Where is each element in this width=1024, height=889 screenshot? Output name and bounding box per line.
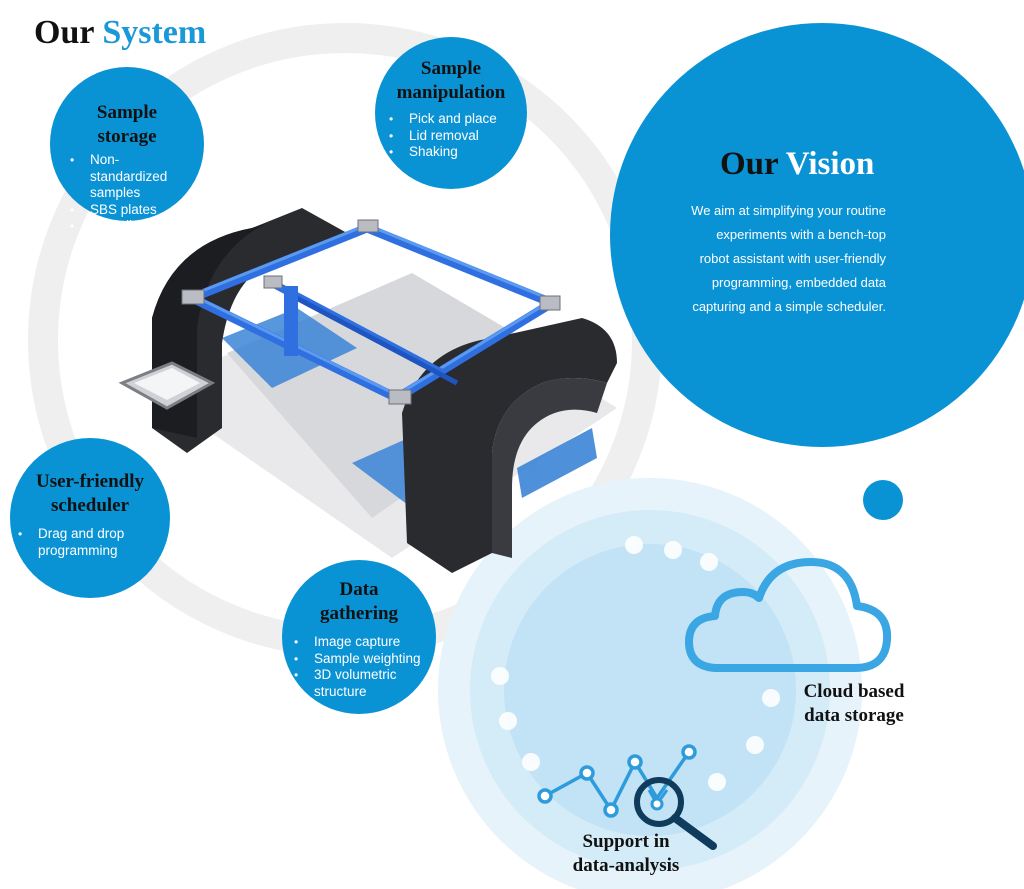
data-circle-inner [504,544,796,836]
vision-title-part2: Vision [785,146,875,182]
bubble-title: Sample manipulation [396,58,506,103]
bubble-list: Drag and drop programming [16,526,136,559]
bubble-data-gathering: Data gathering Image capture Sample weig… [282,560,436,714]
list-item: Drag and drop programming [16,526,136,559]
list-item: Pick and place [387,111,527,128]
analysis-caption: Support in data-analysis [572,831,680,876]
list-item: Sample weighting [292,651,430,668]
bubble-title: Data gathering [319,579,399,624]
page-title: Our System [34,12,206,54]
bubble-list: Non-standardized samples SBS plates Petr… [68,152,204,235]
robot-illustration [118,208,617,573]
vision-text: We aim at simplifying your routine exper… [691,203,886,314]
bubble-sample-manipulation: Sample manipulation Pick and place Lid r… [375,37,527,189]
bubble-scheduler: User-friendly scheduler Drag and drop pr… [10,438,170,598]
bubble-sample-storage: Sample storage Non-standardized samples … [50,67,204,234]
list-item: Image capture [292,634,430,651]
vision-title-part1: Our [720,146,779,182]
title-part2: System [102,14,207,51]
bubble-list: Image capture Sample weighting 3D volume… [292,634,430,700]
bubble-title: User-friendly scheduler [36,471,144,516]
list-item: 3D volumetric structure [292,667,430,700]
bubble-title: Sample storage [96,102,158,147]
title-part1: Our [34,14,94,51]
vision-circle [610,23,1024,447]
list-item: Non-standardized samples [68,152,204,202]
cloud-caption: Cloud based data storage [803,681,905,726]
list-item: Shaking [387,144,527,161]
bubble-list: Pick and place Lid removal Shaking [387,111,527,161]
vision-title: Our Vision [720,143,874,185]
list-item: Petri dishes [68,218,204,235]
cloud-icon [685,558,892,672]
orbit-dots [491,536,780,791]
list-item: SBS plates [68,202,204,219]
accent-dot [863,480,903,520]
magnifier-chart-icon [537,744,717,850]
list-item: Lid removal [387,128,527,145]
